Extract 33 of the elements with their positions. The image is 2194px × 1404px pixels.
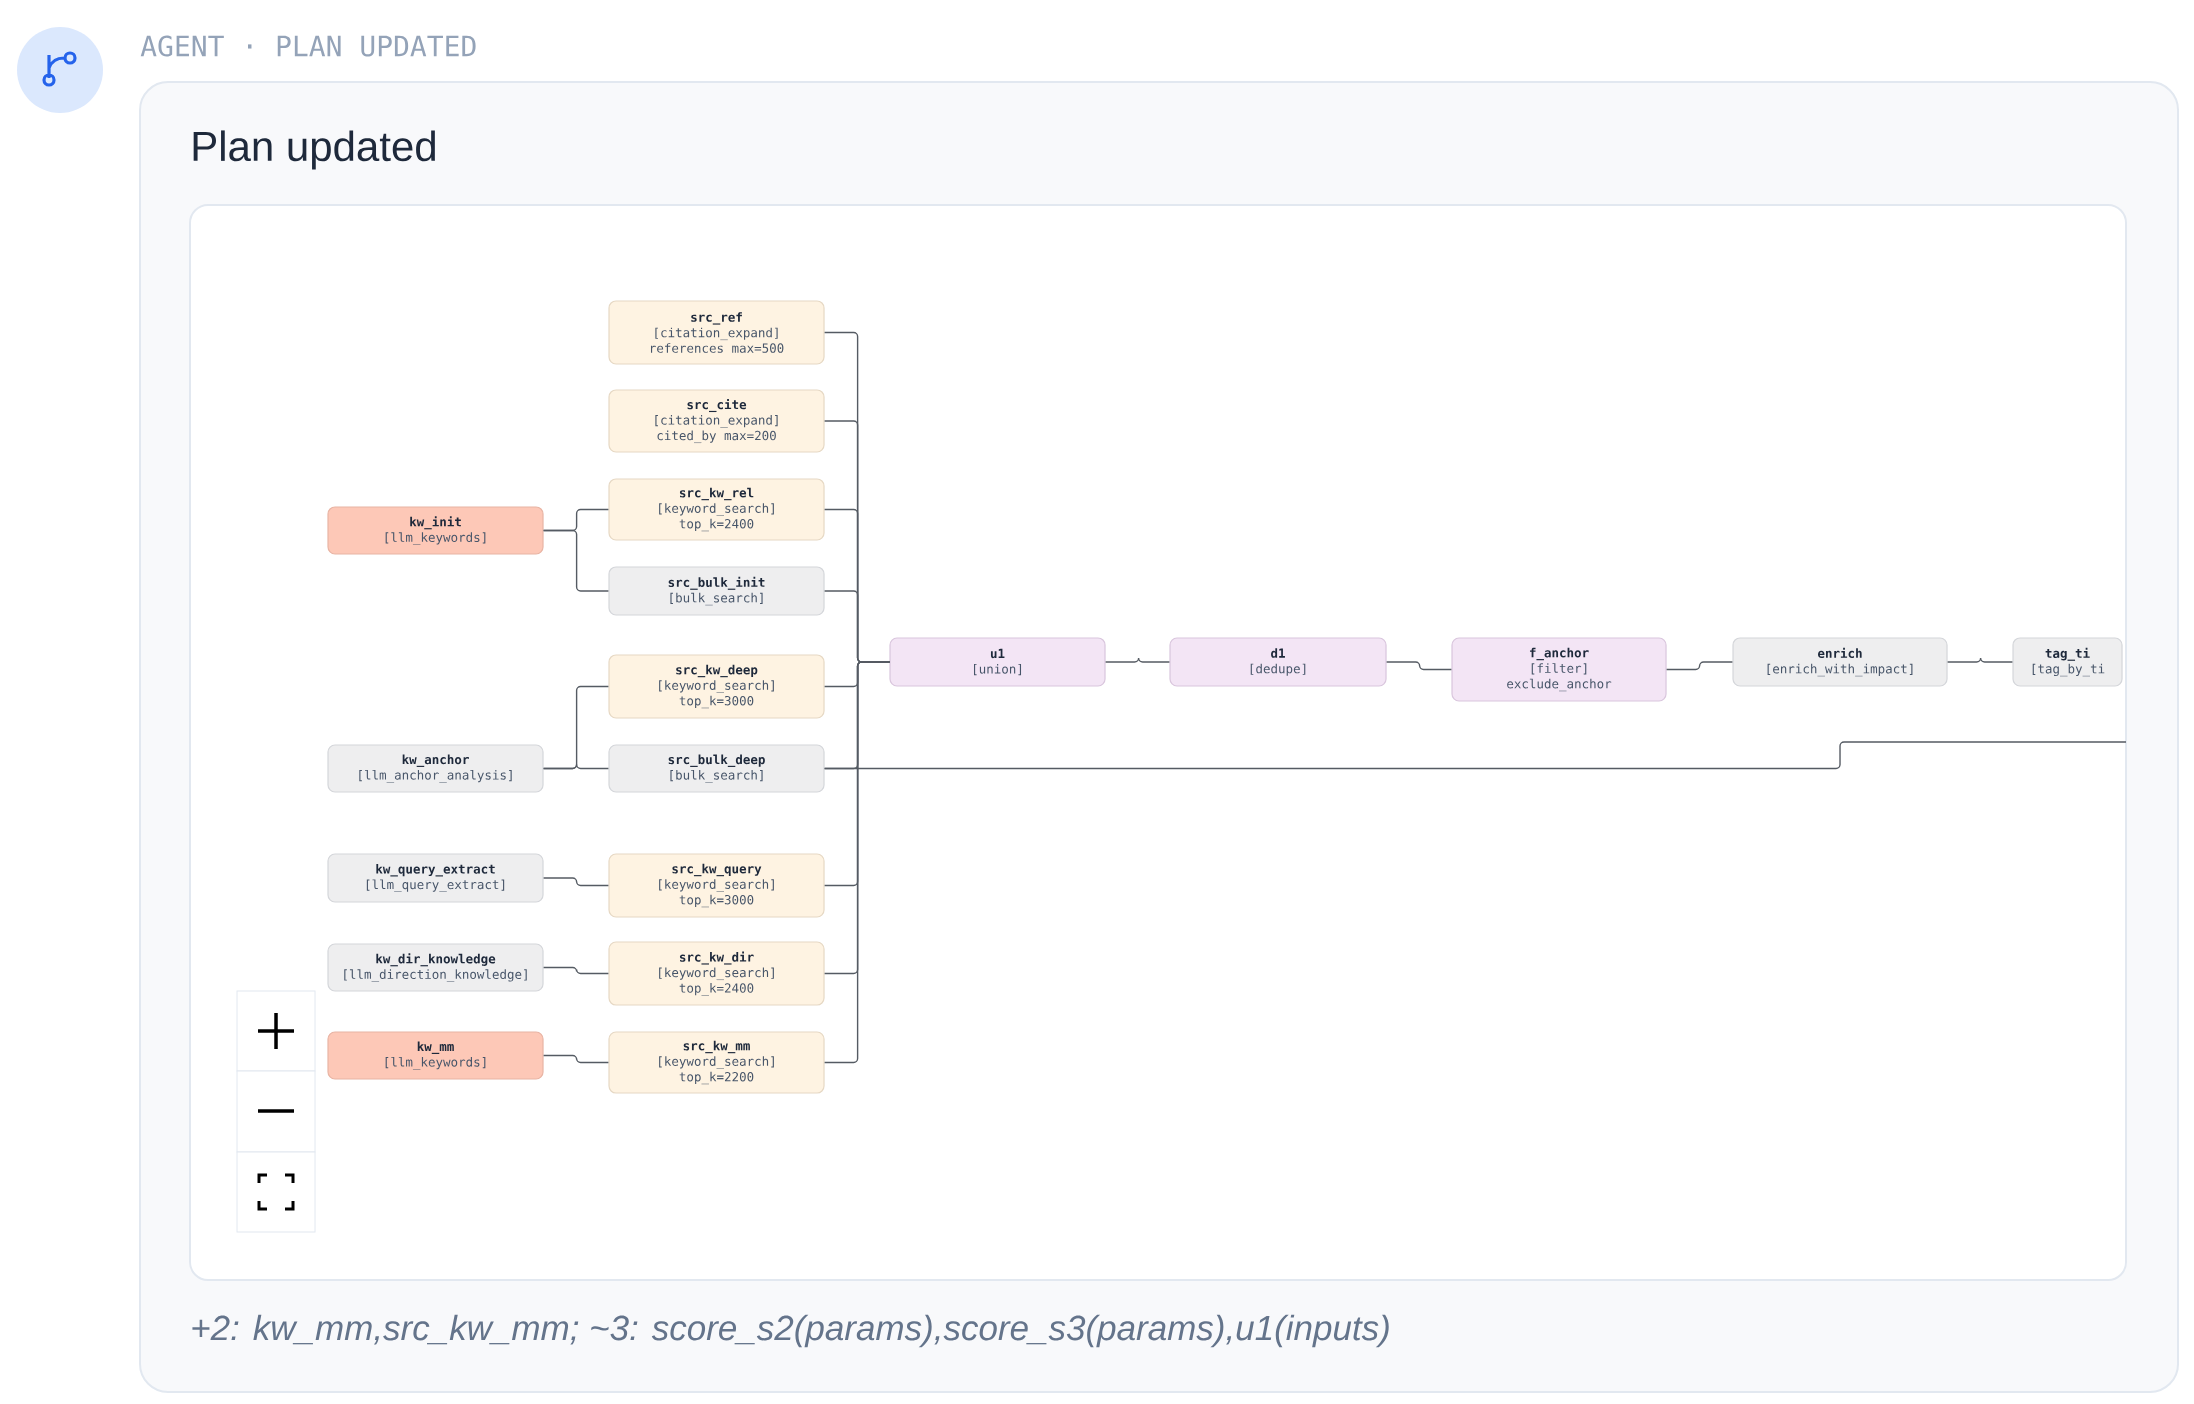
process-box: enrich [enrich_with_impact] (1732, 637, 1948, 687)
process-box: d1 [dedupe] (1169, 637, 1387, 687)
process-box: src_kw_query [keyword_search] top_k=3000 (608, 853, 825, 918)
caption: +2: kw_mm,src_kw_mm; ~3: score_s2(params),score_s3(params),u1(inputs) (192, 1314, 1389, 1348)
section-heading: AGENT · PLAN UPDATED (140, 35, 476, 57)
connector (1665, 661, 1734, 671)
process-box: src_bulk_deep [bulk_search] (608, 744, 825, 793)
process-box: kw_init [llm_keywords] (327, 506, 544, 555)
process-box: src_kw_dir [keyword_search] top_k=2400 (608, 941, 825, 1006)
process-box: kw_anchor [llm_anchor_analysis] (327, 744, 544, 793)
process-box: u1 [union] (889, 637, 1106, 687)
connector (823, 741, 2127, 770)
connector (1946, 657, 2014, 663)
process-box: src_kw_rel [keyword_search] top_k=2400 (608, 478, 825, 541)
process-box: src_cite [citation_expand] cited_by max=200 (608, 389, 825, 453)
process-box: tag_ti [tag_by_ti (2012, 637, 2123, 687)
process-box: src_kw_mm [keyword_search] top_k=2200 (608, 1031, 825, 1094)
connector (1385, 661, 1453, 671)
process-box: src_kw_deep [keyword_search] top_k=3000 (608, 654, 825, 719)
connector (542, 763, 610, 770)
connector (542, 966, 610, 975)
connector (1104, 657, 1171, 663)
connector (542, 1054, 610, 1064)
process-box: f_anchor [filter] exclude_anchor (1451, 637, 1667, 702)
connector (542, 877, 610, 887)
title: Plan updated (193, 130, 435, 170)
process-box: kw_mm [llm_keywords] (327, 1031, 544, 1080)
connector (823, 661, 891, 1064)
process-box: src_bulk_init [bulk_search] (608, 566, 825, 616)
connector (542, 529, 610, 592)
process-box: src_ref [citation_expand] references max=500 (608, 300, 825, 365)
process-box: kw_query_extract [llm_query_extract] (327, 853, 544, 903)
process-box: kw_dir_knowledge [llm_direction_knowledge] (327, 943, 544, 992)
